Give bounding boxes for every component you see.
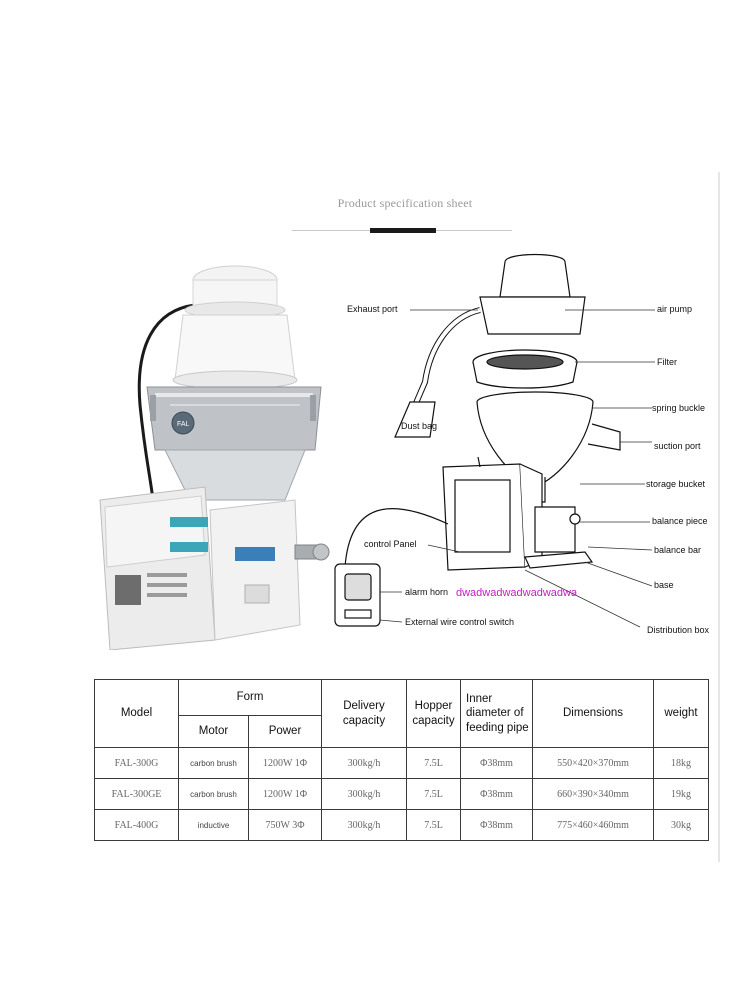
- cell-motor: carbon brush: [178, 747, 249, 779]
- header-hopper: Hopper capacity: [406, 679, 461, 748]
- cell-motor: carbon brush: [178, 778, 249, 810]
- label-filter: Filter: [657, 357, 677, 367]
- page-edge-line: [718, 172, 720, 862]
- cell-power: 1200W 1Φ: [248, 778, 322, 810]
- cell-model: FAL-300G: [94, 747, 179, 779]
- label-control-panel: control Panel: [364, 539, 417, 549]
- label-storage-bucket: storage bucket: [646, 479, 706, 489]
- cell-delivery: 300kg/h: [321, 809, 407, 841]
- exploded-diagram: [334, 253, 655, 628]
- spec-table: Model Form Delivery capacity Hopper capa…: [94, 679, 709, 841]
- header-inner-diameter: Inner diameter of feeding pipe: [460, 679, 533, 748]
- table-row: FAL-400G inductive 750W 3Φ 300kg/h 7.5L …: [94, 809, 709, 841]
- label-base: base: [654, 580, 674, 590]
- label-dust-bag: Dust bag: [401, 421, 438, 431]
- table-row: FAL-300GE carbon brush 1200W 1Φ 300kg/h …: [94, 778, 709, 810]
- title-accent-bar: [370, 228, 436, 233]
- label-balance-piece: balance piece: [652, 516, 708, 526]
- cell-motor: inductive: [178, 809, 249, 841]
- header-power: Power: [248, 715, 322, 748]
- header-motor: Motor: [178, 715, 249, 748]
- cell-model: FAL-400G: [94, 809, 179, 841]
- sheet-title: Product specification sheet: [337, 196, 473, 210]
- cell-weight: 18kg: [653, 747, 709, 779]
- header-dimensions: Dimensions: [532, 679, 654, 748]
- label-distribution-box: Distribution box: [647, 625, 710, 635]
- label-suction-port: suction port: [654, 441, 701, 451]
- cell-model: FAL-300GE: [94, 778, 179, 810]
- cell-weight: 19kg: [653, 778, 709, 810]
- cell-inner: Φ38mm: [460, 778, 533, 810]
- header-weight: weight: [653, 679, 709, 748]
- cell-power: 750W 3Φ: [248, 809, 322, 841]
- cell-weight: 30kg: [653, 809, 709, 841]
- cell-hopper: 7.5L: [406, 747, 461, 779]
- header-model: Model: [94, 679, 179, 748]
- cell-hopper: 7.5L: [406, 809, 461, 841]
- cell-dimensions: 550×420×370mm: [532, 747, 654, 779]
- cell-hopper: 7.5L: [406, 778, 461, 810]
- svg-text:FAL: FAL: [177, 421, 190, 428]
- label-balance-bar: balance bar: [654, 545, 702, 555]
- cell-delivery: 300kg/h: [321, 778, 407, 810]
- cell-inner: Φ38mm: [460, 809, 533, 841]
- table-row: FAL-300G carbon brush 1200W 1Φ 300kg/h 7…: [94, 747, 709, 779]
- cell-power: 1200W 1Φ: [248, 747, 322, 779]
- watermark-text: dwadwadwadwadwadwa: [456, 587, 578, 599]
- cell-inner: Φ38mm: [460, 747, 533, 779]
- label-exhaust-port: Exhaust port: [347, 304, 398, 314]
- cell-dimensions: 660×390×340mm: [532, 778, 654, 810]
- label-alarm-horn: alarm horn: [405, 587, 449, 597]
- label-air-pump: air pump: [657, 304, 693, 314]
- product-photo: FAL: [99, 265, 330, 650]
- label-external-switch: External wire control switch: [405, 617, 515, 627]
- header-delivery: Delivery capacity: [321, 679, 407, 748]
- cell-delivery: 300kg/h: [321, 747, 407, 779]
- cell-dimensions: 775×460×460mm: [532, 809, 654, 841]
- label-spring-buckle: spring buckle: [652, 403, 706, 413]
- header-form: Form: [178, 679, 322, 716]
